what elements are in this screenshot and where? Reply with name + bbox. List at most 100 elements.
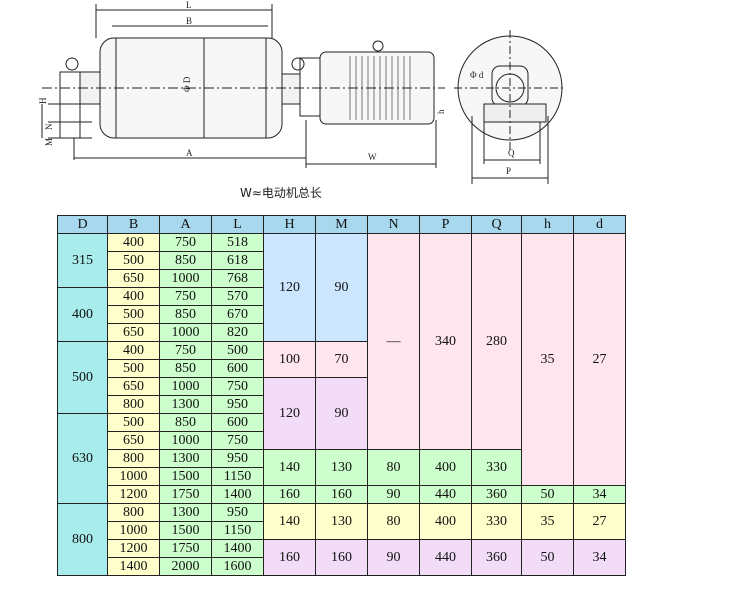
cell-M: 90 [315,377,368,450]
label-Q: Q [508,148,515,158]
cell-B: 650 [107,269,160,288]
cell-L: 1150 [211,521,264,540]
cell-A: 1300 [159,395,212,414]
header-d: d [573,215,626,234]
table-row: 650 1000 820 [58,323,626,342]
cell-B: 800 [107,503,160,522]
header-M: M [315,215,368,234]
header-row: D B A L H M N P Q h d [57,215,626,234]
cell-B: 1400 [107,557,160,576]
label-L: L [186,0,192,10]
cell-P: 400 [419,449,472,486]
cell-P: 340 [419,233,472,450]
cell-P: 400 [419,503,472,540]
cell-H: 120 [263,377,316,450]
cell-B: 500 [107,305,160,324]
cell-H: 140 [263,503,316,540]
cell-L: 618 [211,251,264,270]
label-A: A [186,148,193,158]
cell-D: 800 [57,503,108,576]
header-Q: Q [471,215,522,234]
cell-A: 1500 [159,521,212,540]
table-row: 800 800 1300 950 140 130 80 400 330 35 2… [57,503,626,576]
cell-M: 160 [315,485,368,504]
cell-M: 160 [315,539,368,576]
cell-H: 160 [263,539,316,576]
cell-B: 800 [107,449,160,468]
table-row: 800 1300 950 140 130 80 400 330 [58,449,626,486]
cell-A: 750 [159,341,212,360]
label-M: M [44,138,54,146]
cell-B: 500 [107,359,160,378]
cell-M: 130 [315,449,368,486]
cell-P: 440 [419,485,472,504]
cell-A: 850 [159,251,212,270]
table-row: 500 400 750 500 100 70 [57,341,626,414]
cell-H: 160 [263,485,316,504]
cell-d: 27 [573,233,626,486]
cell-B: 400 [107,287,160,306]
cell-h: 35 [521,503,574,540]
cell-L: 570 [211,287,264,306]
left-lift-ring [65,57,79,71]
cell-H: 100 [263,341,316,378]
cell-H: 120 [263,233,316,342]
cell-B: 650 [107,377,160,396]
header-D: D [57,215,108,234]
cell-L: 950 [211,395,264,414]
cell-Q: 330 [471,503,522,540]
dimension-table: D B A L H M N P Q h d 315 400 750 518 12… [57,215,626,576]
header-h: h [521,215,574,234]
cell-A: 1300 [159,449,212,468]
cell-B: 500 [107,251,160,270]
cell-L: 1150 [211,467,264,486]
cell-A: 2000 [159,557,212,576]
header-A: A [159,215,212,234]
table-row: 1200 1750 1400 160 160 90 440 360 50 34 [58,485,626,504]
cell-L: 1600 [211,557,264,576]
cell-P: 440 [419,539,472,576]
header-B: B [107,215,160,234]
cell-B: 650 [107,323,160,342]
cell-L: 950 [211,503,264,522]
table-row: 500 850 600 [58,359,626,378]
cell-L: 518 [211,233,264,252]
header-H: H [263,215,316,234]
cell-Q: 280 [471,233,522,450]
cell-A: 850 [159,305,212,324]
cell-A: 1500 [159,467,212,486]
cell-L: 1400 [211,539,264,558]
cell-N: 80 [367,449,420,486]
cell-h: 50 [521,485,574,504]
cell-L: 670 [211,305,264,324]
cell-B: 1000 [107,467,160,486]
table-row: 400 400 750 570 [57,287,626,342]
cell-N: 90 [367,539,420,576]
cell-N: — [367,233,420,450]
cell-D: 315 [57,233,108,288]
cell-L: 600 [211,359,264,378]
cell-A: 750 [159,287,212,306]
cell-Q: 330 [471,449,522,486]
label-B: B [186,16,192,26]
cell-A: 1000 [159,269,212,288]
cell-L: 768 [211,269,264,288]
table-row: 1000 1500 1150 [58,521,626,540]
label-phid: Φ d [470,70,484,80]
cell-M: 90 [315,233,368,342]
cell-L: 600 [211,413,264,432]
cell-M: 130 [315,503,368,540]
drawing-caption: W≈电动机总长 [240,186,322,200]
cell-D: 400 [57,287,108,342]
cell-L: 1400 [211,485,264,504]
cell-A: 1000 [159,431,212,450]
cell-N: 80 [367,503,420,540]
cell-A: 850 [159,359,212,378]
cell-d: 34 [573,539,626,576]
label-phiD: Φ D [182,76,192,92]
cell-A: 750 [159,233,212,252]
cell-D: 630 [57,413,108,504]
header-L: L [211,215,264,234]
label-W: W [368,152,377,162]
cell-L: 750 [211,377,264,396]
